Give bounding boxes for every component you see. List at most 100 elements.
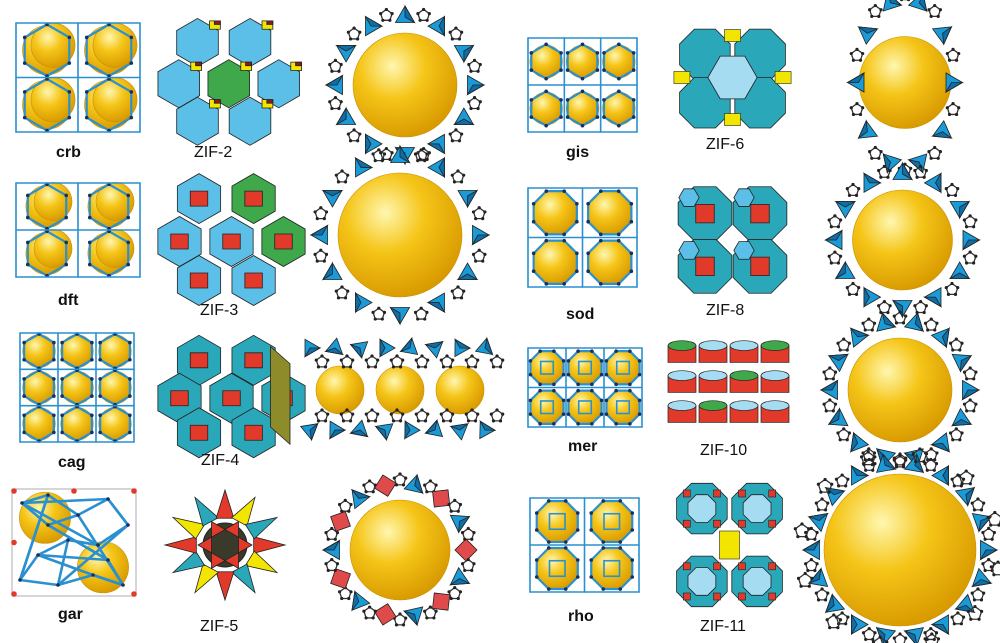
inner-octagon-face [687,494,717,523]
ring-atom [478,100,482,104]
ring-atom [489,412,493,416]
ring-atom [358,30,362,34]
imidazolate-ring [868,146,882,159]
square-face [244,190,263,207]
zif10-tiling-panel [667,340,790,430]
net-node [528,398,533,403]
ring-atom [418,18,422,22]
imidazolate-ring [372,148,386,162]
gar-net-panel [8,485,140,600]
ring-atom [950,615,954,619]
ring-atom [870,463,874,467]
net-node [552,388,556,393]
ring-atom [845,348,849,352]
ring-atom [478,62,482,67]
ring-atom [334,289,338,293]
ring-atom [933,145,937,150]
imidazolate-ring [490,409,504,422]
zif10-cluster-panel [810,310,990,469]
ring-atom [324,530,328,535]
cage-edge [113,332,131,344]
zif4-label: ZIF-4 [201,452,240,469]
net-node [67,35,72,40]
corner-atom [11,539,17,546]
net-node [128,357,132,362]
ring-atom [445,354,449,358]
cage-edge [107,230,130,244]
inner-cube [603,559,621,578]
ring-atom [448,365,453,369]
ring-atom [426,412,430,416]
net-node [618,546,623,550]
ring-atom [423,483,427,487]
ring-atom [922,310,926,315]
metal-octahedron [432,592,451,611]
net-node [129,35,134,40]
ring-atom [463,568,467,573]
cage-edge [567,413,580,425]
imidazolate-ring [363,480,377,493]
ring-atom [425,18,429,22]
net-node [129,90,134,94]
zif6-tiling-structure [673,28,792,129]
zn-tetrahedron-shade [354,156,374,168]
ring-atom [870,156,874,160]
net-node [87,240,92,245]
cage-edge [99,358,117,370]
ring-atom [980,609,984,613]
net-node [36,553,40,557]
ring-atom [501,412,505,416]
net-node [559,51,563,55]
zn-tetrahedron-shade [914,311,925,333]
zn-tetrahedron-shade [321,539,341,551]
imidazolate-ring [815,498,829,511]
square-window [738,592,746,601]
zif8-tiling-panel [670,180,795,300]
net-node [601,540,606,544]
ring-atom [348,419,353,423]
metal-octahedron [432,489,451,508]
cag-label: cag [58,454,86,471]
cage-edge [581,43,599,55]
zif3-tiling-panel [157,170,306,306]
net-node [586,219,590,224]
zn-tetrahedron-shade [950,419,973,427]
net-node [617,76,621,81]
cage-edge [113,394,131,406]
square-face [189,352,209,369]
ring-atom [982,591,986,595]
imidazolate-ring [850,48,864,61]
cage-edge [113,431,131,443]
net-node [128,413,132,418]
ring-atom [474,217,478,221]
ring-atom [394,483,399,487]
ring-atom [879,175,883,179]
net-node [563,540,568,544]
inner-face [197,536,212,554]
net-node [562,189,567,193]
net-node [628,422,632,426]
ring-atom [952,622,956,626]
ring-atom [483,252,487,256]
net-node [604,398,609,403]
ring-atom [495,408,499,412]
cage-edge [23,394,41,406]
net-node [534,528,539,532]
cage-edge [605,389,618,402]
ring-atom [489,358,493,362]
imidazolate-ring [945,282,959,296]
ring-atom [816,598,821,602]
mer-net-panel [520,340,650,435]
ring-atom [973,604,977,609]
imidazolate-ring [440,355,454,368]
imidazolate-ring [877,165,891,178]
ring-atom [420,354,424,358]
ring-atom [862,463,866,467]
net-node [128,340,132,345]
ring-atom [423,159,427,163]
ring-atom [472,96,477,100]
ring-atom [377,148,381,152]
zif10-label: ZIF-10 [700,442,748,459]
ring-atom [453,586,457,590]
ring-atom [343,498,347,502]
